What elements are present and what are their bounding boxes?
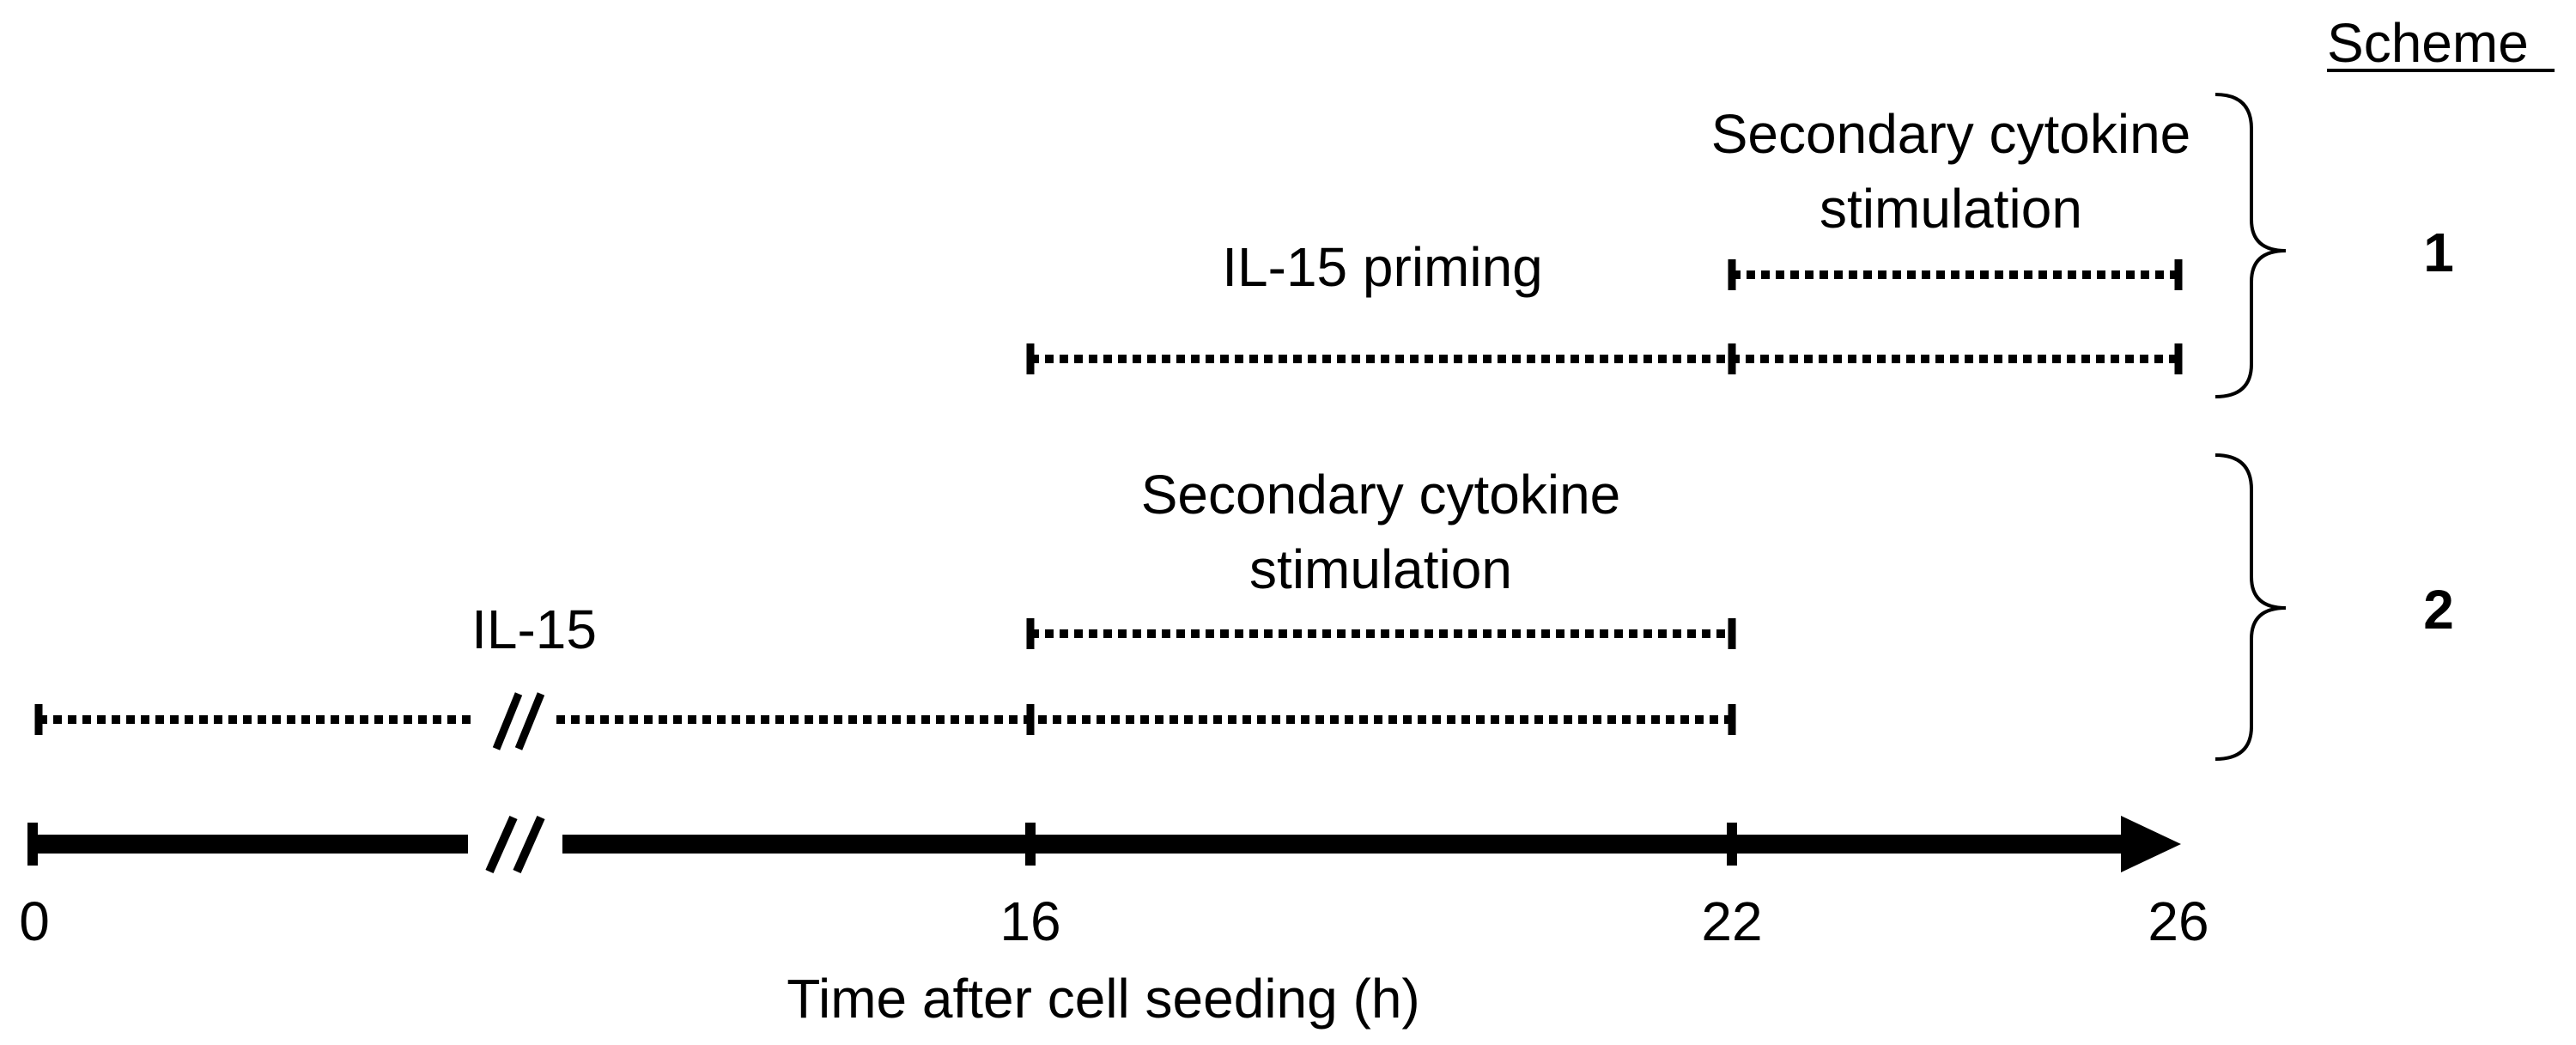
scheme-1-secondary-label-line1: Secondary cytokine	[1711, 103, 2191, 165]
scheme-2-number: 2	[2423, 579, 2454, 641]
time-axis-arrowhead	[2121, 816, 2181, 872]
scheme-2-axis-break-marks	[492, 692, 545, 750]
scheme-2-il15-label: IL-15	[471, 598, 597, 660]
scheme-2-group: Secondary cytokine stimulation IL-15 2	[34, 453, 2454, 761]
scheme-header: Scheme	[2327, 12, 2529, 74]
scheme-1-number: 1	[2423, 222, 2454, 283]
scheme-1-priming-label: IL-15 priming	[1222, 236, 1543, 298]
time-axis-tick-label-0: 0	[19, 890, 50, 952]
scheme-2-secondary-label-line1: Secondary cytokine	[1141, 464, 1621, 526]
scheme-1-brace	[2215, 93, 2287, 398]
time-axis-tick-label-16: 16	[999, 890, 1060, 952]
time-axis: 0 16 22 26 Time after cell seeding (h)	[19, 815, 2209, 1030]
scheme-2-brace	[2215, 453, 2287, 761]
scheme-1-group: Secondary cytokine stimulation IL-15 pri…	[1026, 93, 2454, 398]
time-axis-break-marks	[485, 815, 545, 874]
time-axis-tick-label-26: 26	[2148, 890, 2208, 952]
time-axis-title: Time after cell seeding (h)	[787, 968, 1419, 1030]
time-axis-tick-label-22: 22	[1701, 890, 1762, 952]
scheme-1-secondary-label-line2: stimulation	[1820, 178, 2082, 240]
scheme-2-secondary-label-line2: stimulation	[1249, 538, 1512, 600]
